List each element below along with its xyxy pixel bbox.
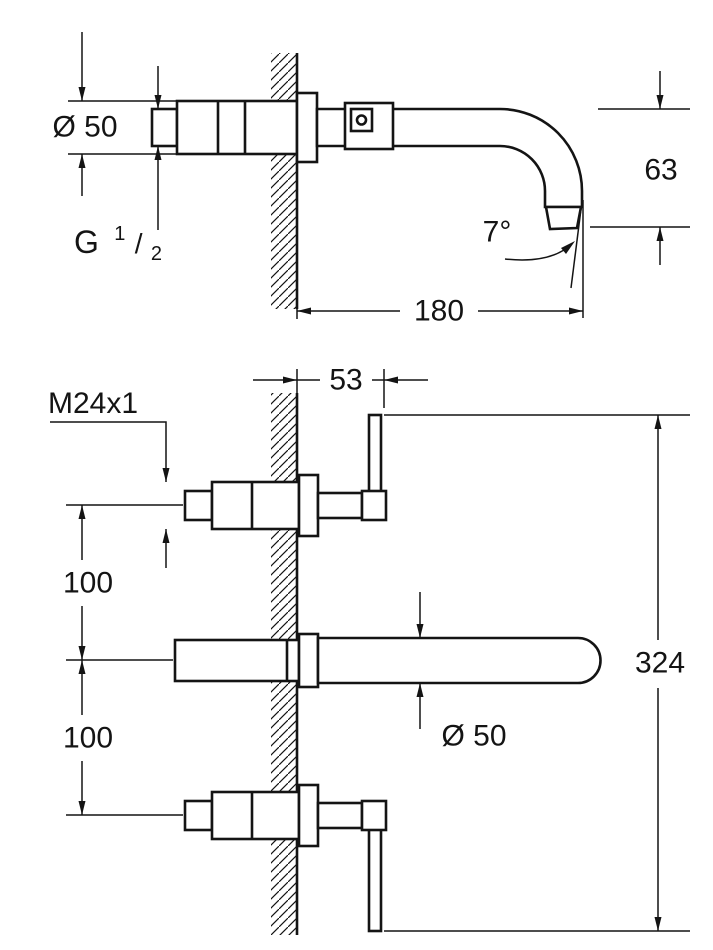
spout-flange [297, 632, 320, 689]
dim-spacing-100-upper: 100 [63, 504, 183, 661]
dim-wall-offset-53: 53 [253, 364, 428, 408]
dim-spacing-100-lower: 100 [63, 660, 183, 816]
dim-thread-g12: G 1 / 2 [74, 66, 162, 265]
label-reach-180: 180 [414, 295, 464, 328]
dim-thread-m24x1: M24x1 [48, 387, 170, 568]
spout-inwall-body [173, 638, 301, 683]
label-angle-7: 7° [483, 216, 512, 249]
lower-valve-stub [183, 799, 214, 832]
label-offset-53: 53 [329, 364, 362, 397]
dim-spout-reach-180: 180 [296, 295, 583, 328]
set-screw [355, 114, 368, 126]
upper-valve-stub [183, 489, 214, 522]
label-height-324: 324 [635, 647, 685, 680]
spout-rough-body [173, 632, 602, 689]
label-spacing-100-lower: 100 [63, 722, 113, 755]
dim-spout-drop-63: 63 [590, 71, 690, 265]
lower-valve-escutcheon [297, 783, 320, 848]
spout-concealed-body [150, 91, 319, 164]
wall-section-top [271, 53, 299, 309]
label-drop-63: 63 [644, 154, 677, 187]
dim-spout-angle-7: 7° [483, 200, 584, 318]
label-thread-m24x1: M24x1 [48, 387, 138, 420]
wall-hatch-top [271, 53, 297, 309]
spout-escutcheon [295, 91, 319, 164]
upper-valve-spindle [316, 491, 364, 520]
lower-valve-body [210, 790, 301, 841]
upper-valve [183, 413, 388, 538]
concealed-body [175, 99, 299, 156]
label-diameter-50-top: Ø 50 [52, 111, 117, 144]
label-thread-g12: G 1 / 2 [74, 214, 162, 265]
upper-valve-body [210, 480, 301, 531]
lower-lever-handle [367, 824, 383, 933]
dim-diameter-50-bottom: Ø 50 [416, 592, 507, 753]
upper-valve-escutcheon [297, 473, 320, 538]
spout-projection-bar [316, 636, 602, 685]
upper-lever-hub [360, 489, 388, 522]
lower-valve [183, 783, 388, 933]
dim-overall-height-324: 324 [384, 414, 690, 932]
spout-outlet-nozzle [544, 205, 583, 231]
lower-lever-hub [360, 799, 388, 832]
lower-valve-spindle [316, 801, 364, 830]
label-spacing-100-upper: 100 [63, 567, 113, 600]
supply-stub [150, 107, 179, 148]
spout [315, 101, 584, 231]
label-diameter-50-bottom: Ø 50 [441, 720, 506, 753]
